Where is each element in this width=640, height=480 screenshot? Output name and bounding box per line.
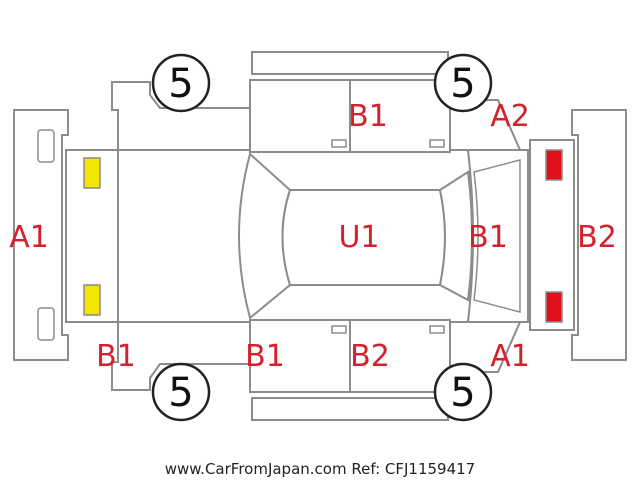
tire-bottom-left: 5 bbox=[151, 362, 211, 422]
bottom-rear-fender bbox=[449, 321, 522, 373]
bottom-door-handle-1 bbox=[331, 325, 347, 334]
label-rear-hatch: B1 bbox=[468, 220, 508, 255]
top-side-door-front bbox=[249, 79, 351, 153]
taillight-marker-top bbox=[545, 149, 563, 181]
headlight-marker-bottom bbox=[83, 284, 101, 316]
rear-window bbox=[438, 170, 473, 302]
tire-bottom-left-grade: 5 bbox=[168, 370, 193, 416]
label-left-front-door: B1 bbox=[245, 339, 285, 374]
label-roof: U1 bbox=[338, 220, 379, 255]
front-bumper-slot-bottom bbox=[37, 307, 55, 341]
tire-top-right: 5 bbox=[433, 53, 493, 113]
rear-hatch-glass bbox=[473, 159, 521, 313]
tire-top-left: 5 bbox=[151, 53, 211, 113]
label-left-rear-door: B2 bbox=[350, 339, 390, 374]
tire-top-left-circle bbox=[151, 53, 211, 113]
rear-bumper bbox=[571, 109, 627, 361]
tire-bottom-right: 5 bbox=[433, 362, 493, 422]
label-front-bumper: A1 bbox=[9, 220, 49, 255]
label-rear-bumper: B2 bbox=[577, 220, 617, 255]
bottom-step-panel bbox=[251, 397, 449, 421]
tire-bottom-right-circle bbox=[433, 362, 493, 422]
top-door-handle-1 bbox=[331, 139, 347, 148]
bottom-door-handle-2 bbox=[429, 325, 445, 334]
top-door-handle-2 bbox=[429, 139, 445, 148]
bottom-side-door-rear bbox=[349, 319, 451, 393]
bottom-side-door-front bbox=[249, 319, 351, 393]
tire-top-left-grade: 5 bbox=[168, 61, 193, 107]
label-front-fender-right: A2 bbox=[490, 99, 530, 134]
front-bumper-slot-top bbox=[37, 129, 55, 163]
taillight-marker-bottom bbox=[545, 291, 563, 323]
footer-reference: www.CarFromJapan.com Ref: CFJ1159417 bbox=[165, 460, 475, 478]
tire-bottom-right-grade: 5 bbox=[450, 370, 475, 416]
tire-top-right-circle bbox=[433, 53, 493, 113]
tire-bottom-left-circle bbox=[151, 362, 211, 422]
label-top-door: B1 bbox=[348, 99, 388, 134]
top-step-panel bbox=[251, 51, 449, 75]
label-front-fender-left: B1 bbox=[96, 339, 136, 374]
front-bumper bbox=[13, 109, 69, 361]
label-rear-fender-left: A1 bbox=[490, 339, 530, 374]
tire-top-right-grade: 5 bbox=[450, 61, 475, 107]
headlight-marker-top bbox=[83, 157, 101, 189]
